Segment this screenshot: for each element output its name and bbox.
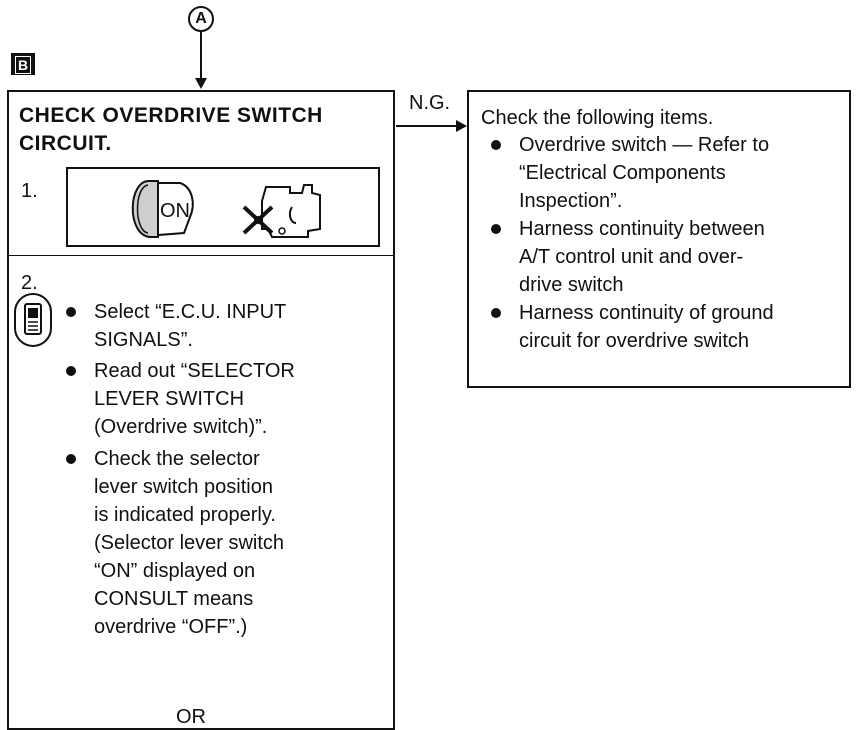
bullet-text-line: drive switch <box>519 274 624 296</box>
arrow-ng <box>396 120 467 132</box>
arrow-a-to-b <box>195 32 207 89</box>
bullet-icon <box>491 140 501 150</box>
bullet-text-line: Harness continuity of ground <box>519 302 774 324</box>
bullet-text-line: Read out “SELECTOR <box>94 360 295 382</box>
engine-off-icon <box>242 184 321 238</box>
check-title-line: CIRCUIT. <box>19 132 112 155</box>
bullet-text-line: (Overdrive switch)”. <box>94 416 268 438</box>
bullet-icon <box>66 454 76 464</box>
step-b-letter: B <box>15 56 31 74</box>
bullet-text-line: Overdrive switch — Refer to <box>519 134 770 156</box>
bullet-text-line: Inspection”. <box>519 190 623 212</box>
check-title-line: CHECK OVERDRIVE SWITCH <box>19 104 323 127</box>
bullet-icon <box>66 366 76 376</box>
bullet-item: Overdrive switch — Refer to “Electrical C… <box>491 131 774 215</box>
ignition-key-on-text: ON <box>160 200 190 222</box>
connector-marker-a: A <box>188 6 214 32</box>
bullet-text-line: Harness continuity between <box>519 218 765 240</box>
bullet-item: Harness continuity of ground circuit for … <box>491 299 774 355</box>
consult-tester-icon <box>14 293 52 347</box>
bullet-text-line: SIGNALS”. <box>94 329 193 351</box>
step2-label: 2. <box>21 272 38 294</box>
bullet-icon <box>491 224 501 234</box>
bullet-text-line: “Electrical Components <box>519 162 726 184</box>
bullet-text-line: circuit for overdrive switch <box>519 330 750 352</box>
bullet-text-line: is indicated properly. <box>94 504 276 526</box>
step2-instructions: Select “E.C.U. INPUT SIGNALS”. Read out “S… <box>66 298 295 641</box>
bullet-icon <box>66 307 76 317</box>
bullet-item: Select “E.C.U. INPUT SIGNALS”. <box>66 298 295 354</box>
step1-illustration: ON <box>66 167 380 247</box>
step-b-marker: B <box>11 53 35 75</box>
step-divider <box>7 255 395 256</box>
bullet-text-line: overdrive “OFF”.) <box>94 616 248 638</box>
check-title: CHECK OVERDRIVE SWITCH CIRCUIT. <box>19 102 323 158</box>
bullet-text-line: LEVER SWITCH <box>94 388 245 410</box>
ng-result-box <box>467 90 851 388</box>
bullet-text-line: (Selector lever switch <box>94 532 285 554</box>
bullet-text-line: “ON” displayed on <box>94 560 256 582</box>
bullet-text-line: Select “E.C.U. INPUT <box>94 301 287 323</box>
ignition-key-icon: ON <box>131 179 194 238</box>
result-items: Overdrive switch — Refer to “Electrical C… <box>491 131 774 355</box>
bullet-text-line: A/T control unit and over- <box>519 246 744 268</box>
bullet-text-line: CONSULT means <box>94 588 254 610</box>
bullet-text-line: Check the selector <box>94 448 260 470</box>
bullet-text-line: lever switch position <box>94 476 273 498</box>
or-label: OR <box>176 706 206 728</box>
bullet-item: Check the selector lever switch position i… <box>66 445 295 641</box>
bullet-icon <box>491 308 501 318</box>
step1-label: 1. <box>21 180 38 202</box>
bullet-item: Read out “SELECTOR LEVER SWITCH (Overdrive… <box>66 357 295 441</box>
ng-label: N.G. <box>409 92 451 114</box>
consult-tester-symbol <box>24 303 42 335</box>
result-intro: Check the following items. <box>481 107 714 129</box>
